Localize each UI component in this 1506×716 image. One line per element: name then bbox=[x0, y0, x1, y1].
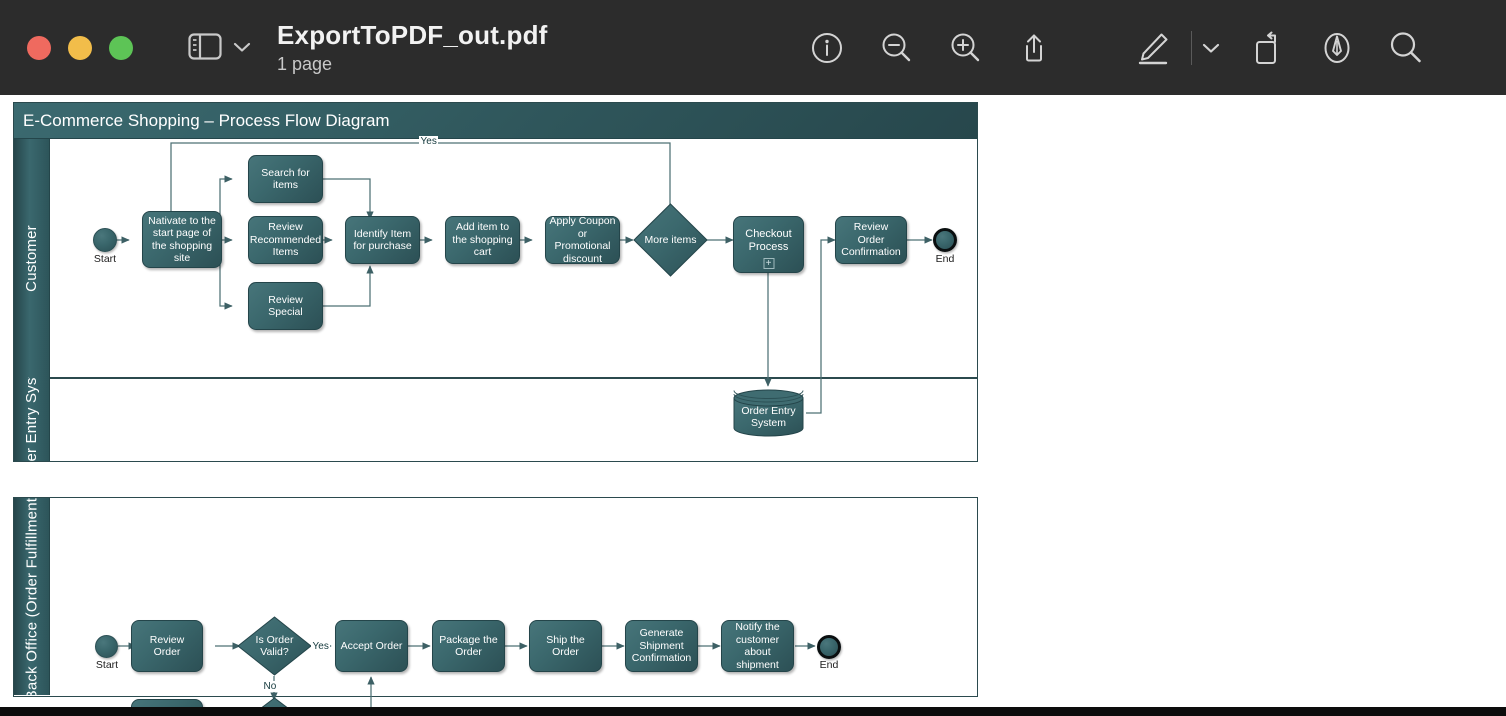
search-button[interactable] bbox=[1384, 26, 1428, 70]
annotate-icon bbox=[1324, 33, 1350, 63]
node-end-caption: End bbox=[935, 253, 955, 265]
info-icon bbox=[812, 33, 842, 63]
subprocess-marker: + bbox=[763, 258, 774, 269]
gateway-is-order-valid-label: Is Order Valid? bbox=[255, 634, 294, 658]
node-add-to-cart[interactable]: Add item to the shopping cart bbox=[445, 216, 520, 264]
toolbar bbox=[805, 26, 1428, 70]
node-start-caption: Start bbox=[93, 253, 117, 265]
sidebar-toggle-button[interactable] bbox=[186, 30, 224, 63]
node-bo-generate-confirmation[interactable]: Generate Shipment Confirmation bbox=[625, 620, 698, 672]
node-search[interactable]: Search for items bbox=[248, 155, 323, 203]
node-order-entry-system-datastore[interactable]: Order Entry System bbox=[732, 389, 805, 437]
chevron-down-icon bbox=[233, 42, 251, 52]
node-checkout-process[interactable]: Checkout Process + bbox=[733, 216, 804, 273]
dock-strip bbox=[0, 707, 1506, 716]
chevron-down-icon bbox=[1202, 43, 1220, 53]
edge-label-valid-no: No bbox=[262, 681, 278, 692]
node-bo-start-caption: Start bbox=[95, 659, 119, 671]
node-identify-item[interactable]: Identify Item for purchase bbox=[345, 216, 420, 264]
markup-pen-icon bbox=[1138, 33, 1168, 65]
node-bo-notify-customer[interactable]: Notify the customer about shipment bbox=[721, 620, 794, 672]
pdf-page[interactable]: E-Commerce Shopping – Process Flow Diagr… bbox=[0, 95, 1506, 716]
node-apply-coupon[interactable]: Apply Coupon or Promotional discount bbox=[545, 215, 620, 265]
rotate-button[interactable] bbox=[1246, 26, 1290, 70]
search-icon bbox=[1390, 32, 1421, 63]
zoom-in-icon bbox=[951, 33, 980, 62]
diamond-shape bbox=[237, 616, 312, 676]
lane-header-order-entry-system: Order Entry System bbox=[14, 377, 50, 461]
node-review-order-confirmation[interactable]: Review Order Confirmation bbox=[835, 216, 907, 264]
zoom-in-button[interactable] bbox=[943, 26, 987, 70]
share-button[interactable] bbox=[1012, 26, 1056, 70]
diamond-shape bbox=[633, 203, 708, 277]
node-bo-end-caption: End bbox=[819, 659, 839, 671]
node-bo-end[interactable] bbox=[817, 635, 841, 659]
node-bo-accept-order[interactable]: Accept Order bbox=[335, 620, 408, 672]
pool-back-office: Back Office (Order Fulfillment) bbox=[13, 497, 978, 716]
sidebar-icon bbox=[188, 33, 222, 60]
node-bo-package-order[interactable]: Package the Order bbox=[432, 620, 505, 672]
lane-label-customer: Customer bbox=[23, 224, 40, 292]
close-button[interactable] bbox=[27, 36, 51, 60]
pool-title-ecommerce: E-Commerce Shopping – Process Flow Diagr… bbox=[14, 103, 977, 139]
node-review-recommended[interactable]: Review Recommended Items bbox=[248, 216, 323, 264]
node-review-special[interactable]: Review Special bbox=[248, 282, 323, 330]
node-bo-ship-order[interactable]: Ship the Order bbox=[529, 620, 602, 672]
lane-header-back-office: Back Office (Order Fulfillment) bbox=[14, 498, 50, 695]
flow-connectors-ecommerce bbox=[105, 142, 933, 414]
node-checkout-process-label: Checkout Process bbox=[745, 228, 792, 253]
window-titlebar: ExportToPDF_out.pdf 1 page bbox=[0, 0, 1506, 96]
node-end[interactable] bbox=[933, 228, 957, 252]
info-button[interactable] bbox=[805, 26, 849, 70]
rotate-icon bbox=[1256, 31, 1276, 64]
node-order-entry-system-label: Order Entry System bbox=[741, 404, 796, 430]
edge-label-valid-yes: Yes bbox=[311, 641, 331, 652]
gateway-more-items-label: More items bbox=[644, 234, 697, 246]
node-bo-start[interactable] bbox=[95, 635, 118, 658]
toolbar-divider bbox=[1191, 31, 1192, 65]
lane-label-order-entry-system: Order Entry System bbox=[23, 377, 41, 461]
node-bo-review-order[interactable]: Review Order bbox=[131, 620, 203, 672]
markup-options-button[interactable] bbox=[1198, 26, 1224, 70]
lane-divider bbox=[50, 377, 977, 379]
lane-label-back-office: Back Office (Order Fulfillment) bbox=[23, 498, 41, 695]
sidebar-options-button[interactable] bbox=[231, 36, 253, 58]
edge-label-yes-loop: Yes bbox=[419, 136, 439, 147]
lane-header-customer: Customer bbox=[14, 139, 50, 377]
node-start[interactable] bbox=[93, 228, 117, 252]
maximize-button[interactable] bbox=[109, 36, 133, 60]
document-title: ExportToPDF_out.pdf bbox=[277, 20, 548, 50]
zoom-out-icon bbox=[882, 33, 911, 62]
markup-button[interactable] bbox=[1131, 26, 1175, 70]
node-navigate[interactable]: Nativate to the start page of the shoppi… bbox=[142, 211, 222, 268]
zoom-out-button[interactable] bbox=[874, 26, 918, 70]
annotate-button[interactable] bbox=[1315, 26, 1359, 70]
share-icon bbox=[1026, 34, 1042, 62]
minimize-button[interactable] bbox=[68, 36, 92, 60]
page-count: 1 page bbox=[277, 54, 333, 74]
traffic-lights bbox=[27, 36, 133, 60]
pool-ecommerce: E-Commerce Shopping – Process Flow Diagr… bbox=[13, 102, 978, 462]
gateway-more-items[interactable]: More items bbox=[633, 203, 708, 277]
cylinder-shape bbox=[733, 389, 804, 437]
gateway-is-order-valid[interactable]: Is Order Valid? bbox=[237, 616, 312, 676]
